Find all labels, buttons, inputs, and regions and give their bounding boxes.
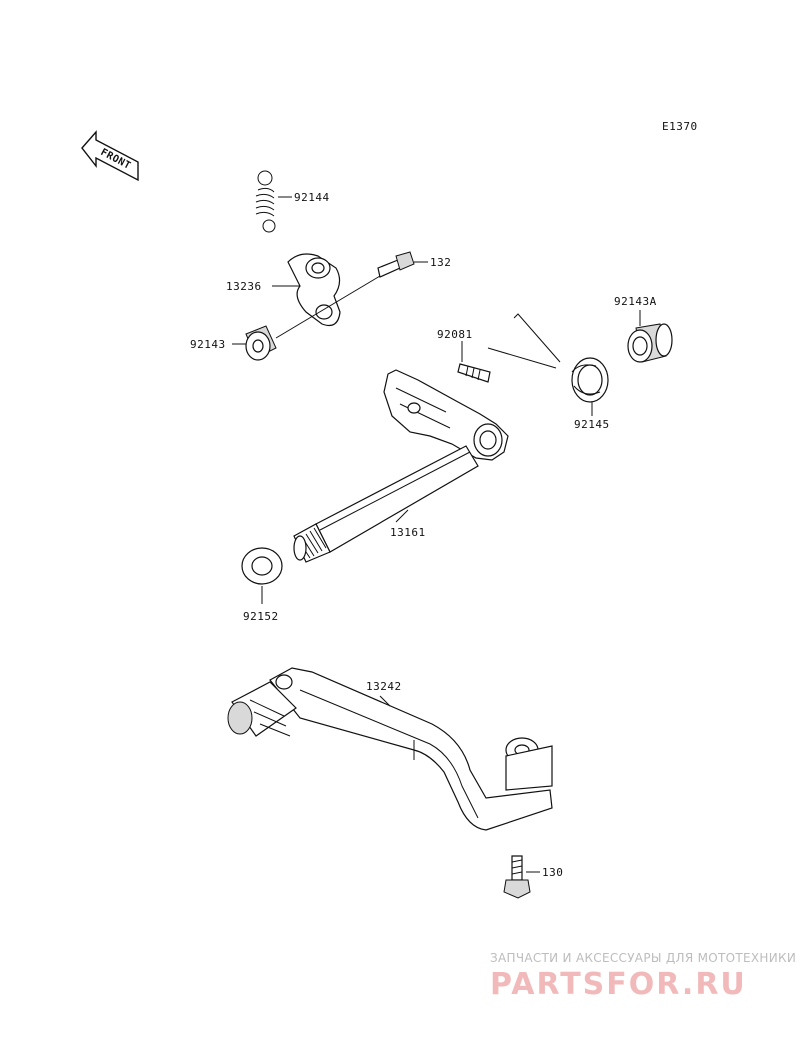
front-arrow-icon: FRONT — [81, 130, 139, 182]
watermark-subtitle: ЗАПЧАСТИ И АКСЕССУАРЫ ДЛЯ МОТОТЕХНИКИ — [490, 951, 796, 965]
watermark-logo: PARTSFOR.RU — [490, 967, 747, 1002]
bolt-132 — [377, 251, 415, 278]
diagram-code: E1370 — [662, 120, 698, 133]
label-132: 132 — [430, 256, 451, 269]
label-92143a: 92143A — [614, 295, 657, 308]
collar-92143a — [627, 323, 673, 363]
label-92145: 92145 — [574, 418, 610, 431]
spring-92144 — [255, 170, 276, 233]
bolt-130 — [503, 855, 531, 899]
collar-92143 — [245, 325, 277, 361]
label-92081: 92081 — [437, 328, 473, 341]
label-13161: 13161 — [390, 526, 426, 539]
label-92144: 92144 — [294, 191, 330, 204]
label-130: 130 — [542, 866, 563, 879]
pin-92081 — [457, 363, 491, 383]
label-92152: 92152 — [243, 610, 279, 623]
shaft-13161 — [293, 369, 509, 563]
label-92143: 92143 — [190, 338, 226, 351]
spring-92145 — [487, 313, 609, 403]
label-13236: 13236 — [226, 280, 262, 293]
washer-92152 — [241, 547, 283, 585]
label-13242: 13242 — [366, 680, 402, 693]
pedal-13242 — [227, 667, 553, 831]
